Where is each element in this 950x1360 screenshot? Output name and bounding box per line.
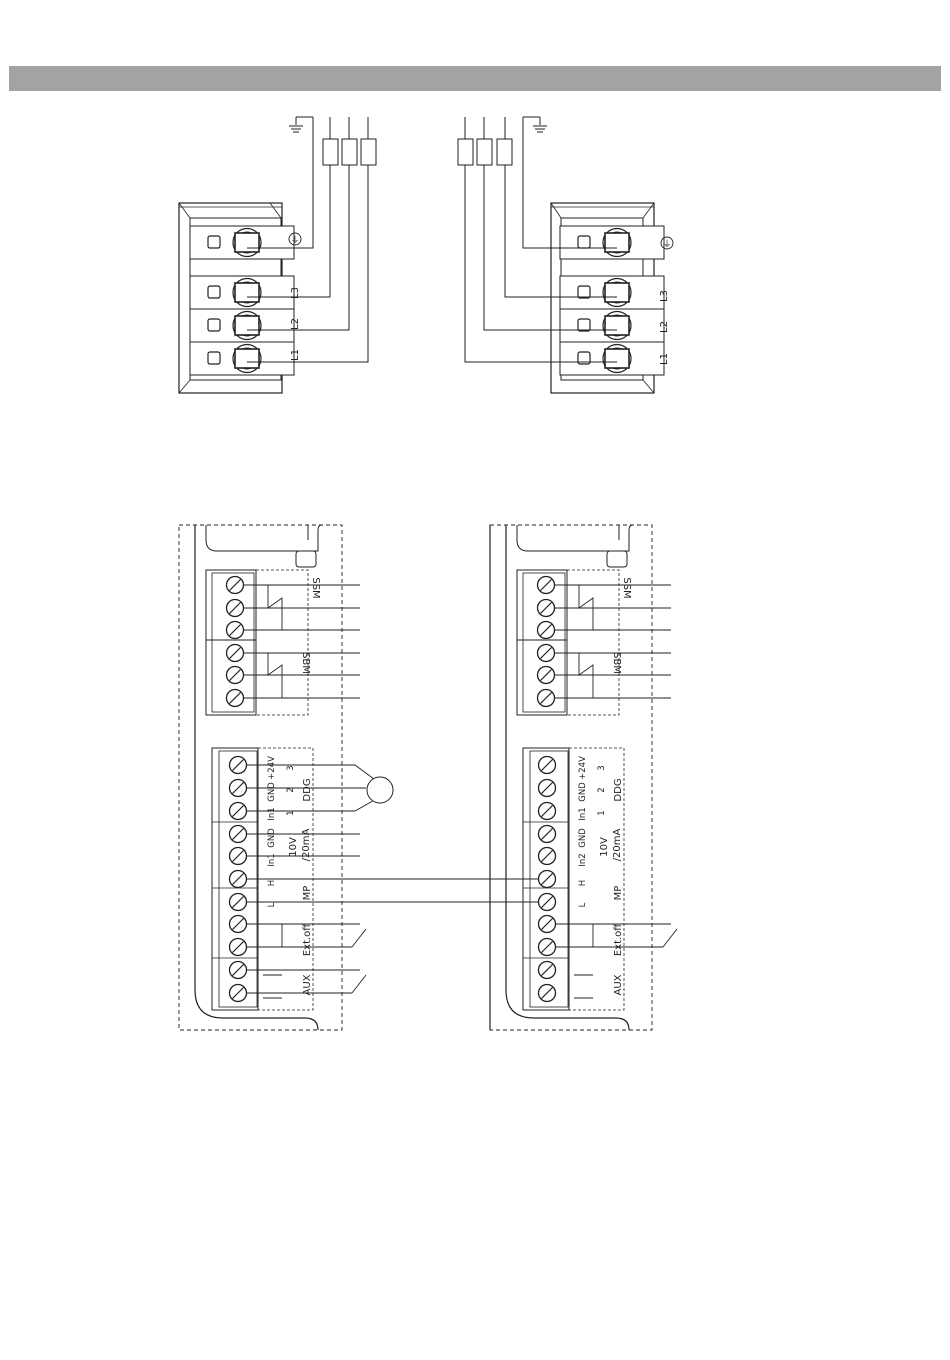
- pin-label-gnd1-right: GND: [578, 782, 588, 802]
- relay-label-sbm-right: SBM: [611, 652, 622, 674]
- pin-number-1-right: 1: [597, 810, 607, 815]
- pin-label-h-right: H: [578, 880, 588, 886]
- pin-label-l-right: L: [578, 902, 588, 907]
- pin-number-1-left: 1: [286, 810, 296, 815]
- pin-label-24v-right: +24V: [578, 756, 588, 780]
- pin-number-2-right: 2: [597, 787, 607, 792]
- pin-label-gnd1-left: GND: [267, 782, 277, 802]
- pin-number-3-right: 3: [597, 765, 607, 770]
- pin-label-24v-left: +24V: [267, 756, 277, 780]
- pin-label-gnd2-left: GND: [267, 828, 277, 848]
- pe-label-left: ⏚: [290, 235, 299, 246]
- pin-label-l-left: L: [267, 902, 277, 907]
- group-label-ddg-right: DDG: [613, 778, 624, 801]
- group-label-extoff-right: Ext.off: [613, 923, 624, 956]
- group-label-aux-left: AUX: [302, 974, 313, 995]
- analog-label-10v-left: 10V: [288, 837, 299, 857]
- pin-label-in1-right: In1: [578, 807, 588, 820]
- phase-label-l2-left: L2: [290, 318, 301, 330]
- phase-label-l2-right: L2: [659, 321, 670, 333]
- pin-label-h-left: H: [267, 880, 277, 886]
- phase-label-l3-left: L3: [290, 287, 301, 299]
- analog-label-20ma-left: /20mA: [301, 829, 312, 862]
- group-label-ddg-left: DDG: [302, 778, 313, 801]
- group-label-mp-right: MP: [613, 886, 624, 901]
- group-label-mp-left: MP: [302, 886, 313, 901]
- mp-bus-link: [247, 879, 538, 902]
- pe-label-right: ⏚: [662, 239, 671, 250]
- pin-label-gnd2-right: GND: [578, 828, 588, 848]
- control-board-left: SSM SBM: [179, 525, 393, 1030]
- pin-label-in1-left: In1: [267, 807, 277, 820]
- phase-label-l1-left: L1: [290, 349, 301, 361]
- analog-label-10v-right: 10V: [599, 837, 610, 857]
- relay-label-sbm-left: SBM: [300, 652, 311, 674]
- phase-label-l3-right: L3: [659, 290, 670, 302]
- pin-label-in1b-left: In1: [267, 853, 277, 866]
- relay-label-ssm-left: SSM: [310, 577, 321, 598]
- analog-label-20ma-right: /20mA: [612, 829, 623, 862]
- group-label-aux-right: AUX: [613, 974, 624, 995]
- relay-label-ssm-right: SSM: [621, 577, 632, 598]
- pin-number-2-left: 2: [286, 787, 296, 792]
- phase-label-l1-right: L1: [659, 353, 670, 365]
- pin-number-3-left: 3: [286, 765, 296, 770]
- control-board-right: SSM SBM +24V GND In1 GND In2 H: [490, 525, 677, 1030]
- pin-label-in2-right: In2: [578, 853, 588, 866]
- mains-terminal-left: ⏚ L3 L2 L1: [179, 117, 376, 393]
- group-label-extoff-left: Ext.off: [302, 923, 313, 956]
- mains-terminal-right: ⏚ L3 L2 L1: [458, 117, 673, 393]
